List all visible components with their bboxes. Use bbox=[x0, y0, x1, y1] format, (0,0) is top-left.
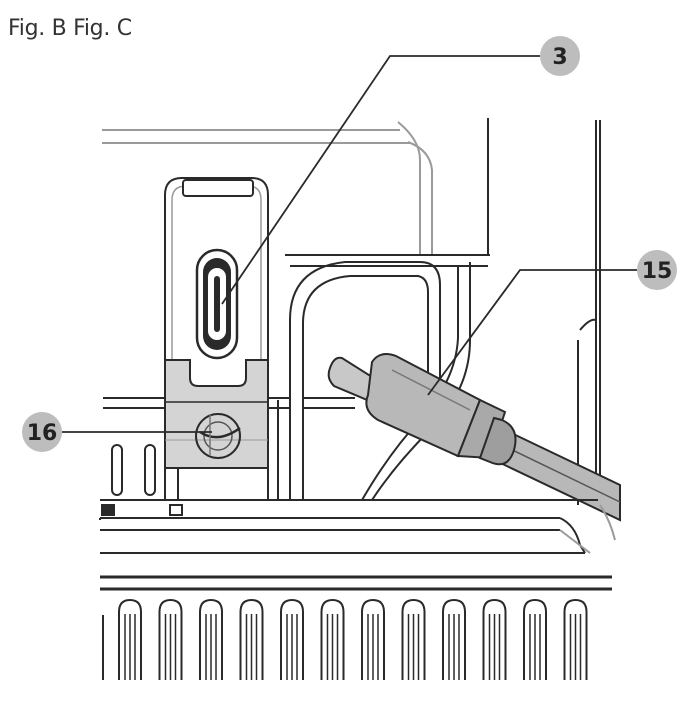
vent-fin bbox=[199, 598, 223, 680]
vent-fin bbox=[280, 598, 304, 680]
callout-15: 15 bbox=[637, 250, 677, 290]
housing-outline bbox=[102, 121, 433, 255]
vent-fin bbox=[563, 598, 588, 680]
usb-c-port bbox=[164, 177, 269, 360]
callout-3-label: 3 bbox=[552, 45, 567, 70]
vent-fin bbox=[523, 598, 547, 680]
figure-caption: Fig. B Fig. C bbox=[8, 16, 132, 41]
vent-fin bbox=[442, 598, 466, 680]
vent-fin bbox=[158, 598, 183, 680]
vent-fin bbox=[320, 598, 345, 680]
vent-fins bbox=[102, 598, 588, 680]
callout-16-label: 16 bbox=[27, 421, 58, 446]
base-plate bbox=[99, 499, 616, 554]
vent-fin bbox=[361, 598, 385, 680]
side-rails bbox=[103, 397, 355, 500]
leader-lines bbox=[62, 55, 637, 433]
mounting-screw bbox=[195, 413, 241, 459]
vent-fin bbox=[401, 598, 426, 680]
usb-cable-plug bbox=[327, 353, 517, 466]
callout-3: 3 bbox=[540, 36, 580, 76]
lower-bar bbox=[100, 575, 612, 591]
callout-15-label: 15 bbox=[642, 259, 673, 284]
vent-fin bbox=[482, 598, 507, 680]
vent-fin bbox=[239, 598, 264, 680]
callout-16: 16 bbox=[22, 412, 62, 452]
vent-fin bbox=[118, 598, 142, 680]
